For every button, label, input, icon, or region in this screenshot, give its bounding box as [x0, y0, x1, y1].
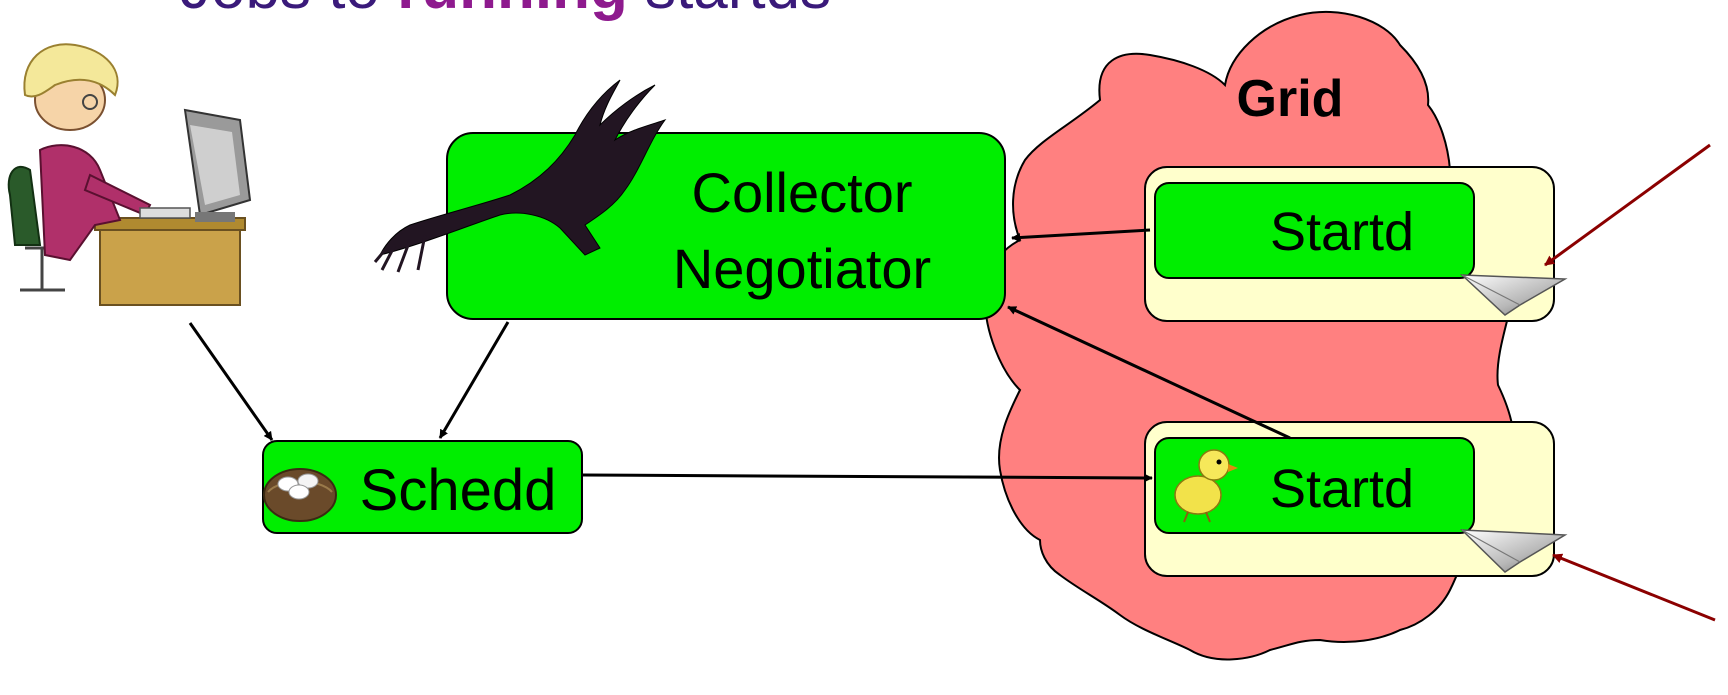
schedd-box	[262, 440, 583, 534]
chick-icon	[1174, 449, 1238, 523]
arrow-startd-to-collector	[1011, 228, 1151, 243]
egg-nest-icon	[263, 468, 337, 522]
startd-top-box	[1154, 182, 1475, 279]
paper-plane-icon	[1460, 529, 1568, 573]
slide-title: Jobs to running startds	[180, 0, 831, 22]
startd-bottom-box	[1154, 437, 1475, 534]
arrow-user-to-schedd	[188, 322, 274, 441]
grid-label: Grid	[1237, 70, 1344, 128]
condor-bird-icon	[373, 79, 667, 273]
pointer-arrow-bottom	[1552, 553, 1716, 622]
startd-top-label: Startd	[1270, 202, 1414, 262]
collector-label: Collector	[692, 161, 913, 224]
user-at-computer-icon	[7, 43, 252, 306]
negotiator-label: Negotiator	[673, 237, 931, 300]
arrow-startd-bottom-to-collector	[1007, 305, 1291, 440]
startd-bottom-label: Startd	[1270, 459, 1414, 519]
arrow-schedd-to-startd	[582, 473, 1153, 483]
arrow-collector-to-schedd	[438, 321, 510, 439]
pointer-arrow-top	[1544, 143, 1711, 267]
schedd-label: Schedd	[360, 458, 557, 523]
paper-plane-icon	[1460, 274, 1568, 316]
